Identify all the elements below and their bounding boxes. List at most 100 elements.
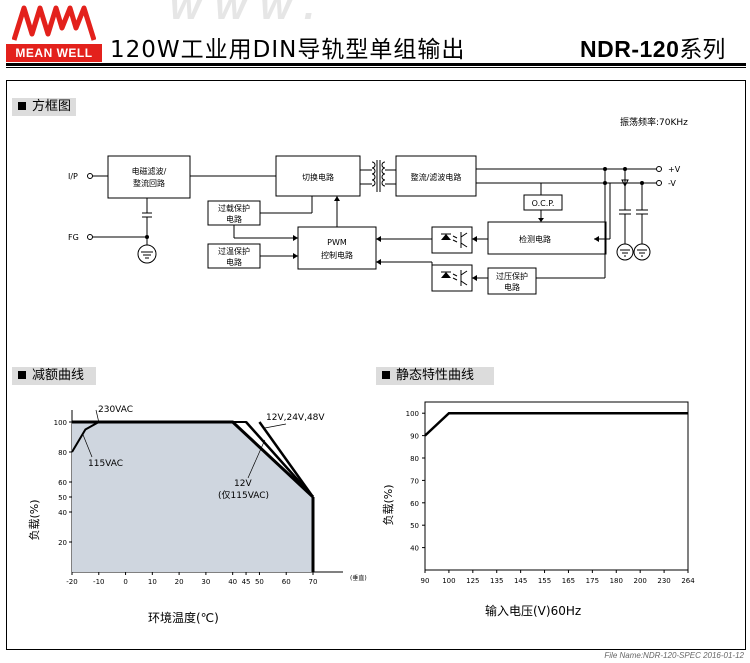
ovp-label-1: 过压保护 <box>496 271 528 281</box>
static-x-tick-label: 165 <box>562 577 575 585</box>
vplus-terminal-icon <box>656 166 662 172</box>
optocoupler-icon-2 <box>431 264 473 292</box>
annot-12v: 12V <box>234 479 252 489</box>
derating-x-tick-label: 50 <box>255 578 264 586</box>
emi-label-2: 整流回路 <box>133 178 165 188</box>
derating-heading: 减额曲线 <box>12 367 96 385</box>
olp-label-2: 电路 <box>226 214 242 224</box>
vminus-label: -V <box>668 179 676 188</box>
ovp-label-2: 电路 <box>504 282 520 292</box>
header-rule <box>6 63 746 66</box>
block-diagram-heading: 方框图 <box>12 98 76 116</box>
derating-title: 减额曲线 <box>32 368 85 383</box>
ocp-block: O.C.P. <box>523 194 563 211</box>
static-y-tick-label: 70 <box>410 477 419 485</box>
annot-482-leader <box>264 423 287 429</box>
series-suffix: 系列 <box>679 37 726 63</box>
static-x-tick-label: 145 <box>514 577 527 585</box>
logo-text: MEAN WELL <box>6 44 102 62</box>
static-y-tick-label: 50 <box>410 522 419 530</box>
derating-x-tick-label: -20 <box>66 578 77 586</box>
series-name: NDR-120系列 <box>580 30 725 64</box>
static-x-tick-label: 200 <box>633 577 646 585</box>
annot-230-leader <box>95 409 100 423</box>
ocp-label: O.C.P. <box>532 199 555 208</box>
pwm-control-block: PWM 控制电路 <box>297 226 377 270</box>
static-heading: 静态特性曲线 <box>376 367 494 385</box>
otp-label-2: 电路 <box>226 257 242 267</box>
square-bullet-icon <box>18 371 26 379</box>
transformer-icon <box>360 160 396 192</box>
static-x-tick-label: 155 <box>538 577 551 585</box>
derating-x-tick-label: 20 <box>175 578 184 586</box>
derating-series-line <box>245 421 314 498</box>
derating-area <box>72 422 313 572</box>
derating-x-tick-label: 0 <box>123 578 127 586</box>
otp-label-1: 过温保护 <box>218 246 250 256</box>
optocoupler-icon-1 <box>431 226 473 254</box>
block-diagram-title: 方框图 <box>32 99 72 114</box>
static-y-tick-label: 90 <box>410 433 419 441</box>
page-title: 120W工业用DIN导轨型单组输出 <box>110 37 466 63</box>
static-x-label: 输入电压(V)60Hz <box>485 603 581 618</box>
derating-x-tick-label: 10 <box>148 578 157 586</box>
overload-protection-block: 过载保护 电路 <box>207 200 261 226</box>
footer-filename: File Name:NDR-120-SPEC 2016-01-12 <box>604 651 744 660</box>
static-y-tick-label: 60 <box>410 500 419 508</box>
fg-ground-icon <box>137 244 157 264</box>
series-model: NDR-120 <box>580 36 680 62</box>
derating-x-tick-label: 45 <box>242 578 251 586</box>
derating-x-label: 环境温度(℃) <box>148 610 219 625</box>
vminus-terminal-icon <box>656 180 662 186</box>
output-ground-icon-1 <box>616 243 634 261</box>
derating-x-tick-label: 40 <box>228 578 237 586</box>
annot-115vac: 115VAC <box>88 459 123 469</box>
annot-12v-leader <box>247 439 266 479</box>
mw-logo-mark-icon <box>12 5 96 41</box>
block-diagram: 振荡频率:70KHz I/P FG 电磁滤波/ 整流回路 切换电路 <box>68 116 688 295</box>
detect-label: 检测电路 <box>519 234 551 244</box>
detect-circuit-block: 检测电路 <box>487 221 607 255</box>
derating-y-tick-label: 100 <box>54 419 67 427</box>
static-series-line <box>424 411 688 437</box>
pwm-label-2: 控制电路 <box>321 250 353 260</box>
emi-label-1: 电磁滤波/ <box>132 166 167 176</box>
rectifier-label: 整流/滤波电路 <box>411 172 462 182</box>
annot-230vac: 230VAC <box>98 405 133 415</box>
static-title: 静态特性曲线 <box>396 368 475 383</box>
emi-filter-block: 电磁滤波/ 整流回路 <box>107 155 191 199</box>
derating-unit-note: (垂直) <box>350 574 367 582</box>
derating-x-tick-label: 60 <box>282 578 291 586</box>
switch-circuit-block: 切换电路 <box>275 155 361 197</box>
annot-115-leader <box>82 433 93 458</box>
olp-label-1: 过载保护 <box>218 203 250 213</box>
static-x-tick-label: 264 <box>681 577 695 585</box>
overvoltage-protection-block: 过压保护 电路 <box>487 267 537 295</box>
header-rule-thin <box>6 67 746 68</box>
derating-y-tick-label: 20 <box>58 539 67 547</box>
output-ground-icon-2 <box>633 243 651 261</box>
static-x-tick-label: 100 <box>442 577 455 585</box>
static-x-tick-label: 230 <box>657 577 670 585</box>
derating-y-label: 负载(%) <box>27 499 41 540</box>
ip-label: I/P <box>68 172 78 181</box>
square-bullet-icon <box>382 371 390 379</box>
pwm-label-1: PWM <box>327 238 347 247</box>
vplus-label: +V <box>668 165 681 174</box>
static-y-label: 负载(%) <box>381 484 395 525</box>
over-temp-protection-block: 过温保护 电路 <box>207 243 261 269</box>
derating-y-tick-label: 80 <box>58 449 67 457</box>
static-x-tick-label: 125 <box>466 577 479 585</box>
ip-terminal-icon <box>87 173 93 179</box>
spec-panel <box>6 80 746 650</box>
annot-12v-sub: (仅115VAC) <box>218 489 269 501</box>
derating-x-tick-label: -10 <box>93 578 104 586</box>
derating-series-line <box>258 421 315 498</box>
fg-terminal-icon <box>87 234 93 240</box>
static-x-tick-label: 180 <box>610 577 623 585</box>
static-y-tick-label: 80 <box>410 455 419 463</box>
mean-well-logo: MEAN WELL <box>6 4 102 62</box>
switch-label: 切换电路 <box>302 172 334 182</box>
static-y-tick-label: 100 <box>406 410 419 418</box>
